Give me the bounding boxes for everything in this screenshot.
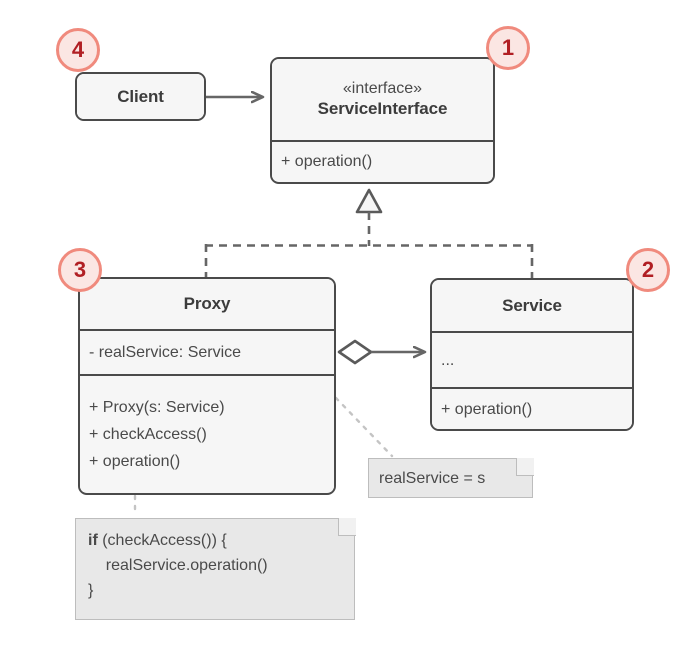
class-box-proxy[interactable]: Proxy - realService: Service + Proxy(s: … [78,277,336,495]
class-service-interface-stereotype: «interface» [342,80,423,97]
class-proxy-header: Proxy [80,279,334,329]
step-badge-3[interactable]: 3 [58,248,102,292]
step-badge-4[interactable]: 4 [56,28,100,72]
note-assignment-text: realService = s [379,470,486,487]
class-proxy-name: Proxy [183,294,231,313]
note-assignment: realService = s [368,457,534,498]
class-client-header: Client [77,74,204,119]
note-code-line-3: } [88,582,94,599]
class-proxy-operations: + Proxy(s: Service) + checkAccess() + op… [80,374,334,492]
class-service-interface-operations: + operation() [272,140,493,181]
attribute-item: - realService: Service [89,344,242,361]
class-service-interface-name: ServiceInterface [317,99,448,118]
note-code-snippet: if (checkAccess()) { realService.operati… [75,517,356,620]
class-service-interface-header: «interface» ServiceInterface [272,59,493,140]
operation-item: + operation() [89,452,181,470]
class-client-name: Client [117,86,164,106]
connector-realization-tree [204,188,534,280]
operation-item: + operation() [441,401,533,418]
note-fold-corner-icon [515,457,534,476]
class-service-attributes: ... [432,331,632,387]
operation-item: + Proxy(s: Service) [89,398,225,416]
step-badge-2[interactable]: 2 [626,248,670,292]
note-code-line-2: realService.operation() [88,557,268,574]
class-proxy-attributes: - realService: Service [80,329,334,374]
class-box-client[interactable]: Client [75,72,206,121]
code-line-1-rest: (checkAccess()) { [97,532,227,549]
note-fold-corner-icon [337,517,356,536]
operation-item: + operation() [281,153,373,170]
connector-proxy-aggregates-service [337,339,424,365]
operation-item: + checkAccess() [89,425,207,443]
class-box-service[interactable]: Service ... + operation() [430,278,634,431]
class-service-operations: + operation() [432,387,632,429]
class-service-header: Service [432,280,632,331]
code-keyword-if: if [88,532,98,549]
step-badge-1[interactable]: 1 [486,26,530,70]
attribute-item: ... [441,351,455,369]
class-service-name: Service [502,295,562,315]
note-code-line-1: if (checkAccess()) { [88,528,342,553]
class-box-service-interface[interactable]: «interface» ServiceInterface + operation… [270,57,495,184]
